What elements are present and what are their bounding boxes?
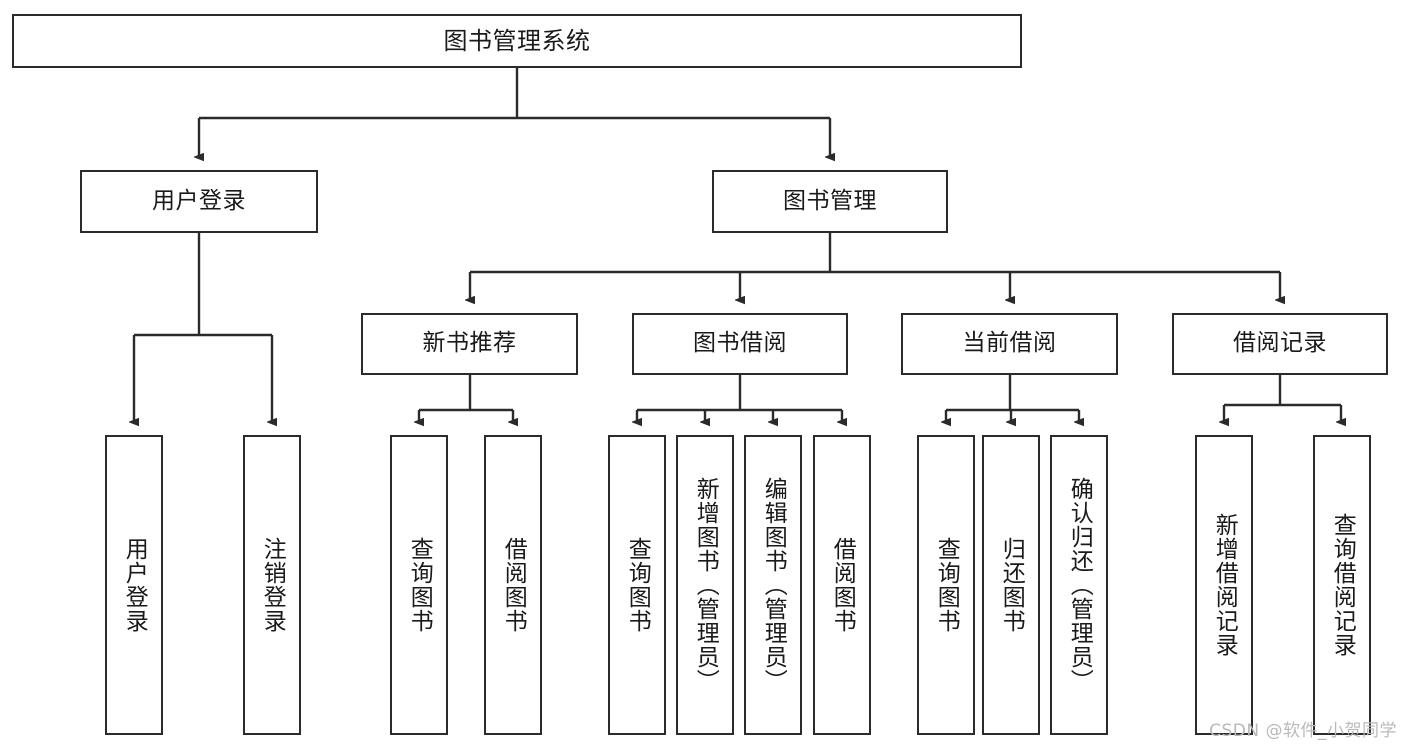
node-label: 借阅图书 — [829, 537, 856, 633]
node-leaf-return-book[interactable]: 归还图书 — [982, 435, 1040, 735]
node-leaf-add-book-admin[interactable]: 新增图书（管理员） — [676, 435, 734, 735]
node-label: 图书管理系统 — [443, 26, 591, 55]
node-label: 新书推荐 — [422, 330, 517, 357]
node-leaf-query-borrow-record[interactable]: 查询借阅记录 — [1313, 435, 1371, 735]
node-borrow-record[interactable]: 借阅记录 — [1172, 313, 1388, 375]
node-label: 新增图书（管理员） — [692, 477, 719, 693]
node-label: 新增借阅记录 — [1211, 513, 1238, 657]
node-label: 查询图书 — [624, 537, 651, 633]
node-leaf-add-borrow-record[interactable]: 新增借阅记录 — [1195, 435, 1253, 735]
node-root-library-system[interactable]: 图书管理系统 — [12, 14, 1022, 68]
node-label: 查询借阅记录 — [1329, 513, 1356, 657]
node-label: 编辑图书（管理员） — [760, 477, 787, 693]
node-leaf-borrow-book-newbook[interactable]: 借阅图书 — [484, 435, 542, 735]
node-book-management[interactable]: 图书管理 — [712, 170, 948, 233]
node-leaf-logout[interactable]: 注销登录 — [243, 435, 301, 735]
node-new-book-recommend[interactable]: 新书推荐 — [361, 313, 578, 375]
node-leaf-user-login[interactable]: 用户登录 — [105, 435, 163, 735]
node-leaf-query-book-borrow[interactable]: 查询图书 — [608, 435, 666, 735]
node-label: 确认归还（管理员） — [1066, 477, 1093, 693]
node-leaf-confirm-return-admin[interactable]: 确认归还（管理员） — [1050, 435, 1108, 735]
node-label: 查询图书 — [406, 537, 433, 633]
node-leaf-edit-book-admin[interactable]: 编辑图书（管理员） — [744, 435, 802, 735]
node-label: 注销登录 — [259, 537, 286, 633]
node-label: 用户登录 — [121, 537, 148, 633]
node-leaf-query-book-current[interactable]: 查询图书 — [917, 435, 975, 735]
node-label: 归还图书 — [998, 537, 1025, 633]
node-label: 用户登录 — [152, 187, 246, 214]
node-label: 借阅图书 — [500, 537, 527, 633]
node-book-borrow[interactable]: 图书借阅 — [632, 313, 848, 375]
node-leaf-query-book-newbook[interactable]: 查询图书 — [390, 435, 448, 735]
node-user-login[interactable]: 用户登录 — [80, 170, 318, 233]
node-label: 借阅记录 — [1233, 330, 1327, 357]
node-current-borrow[interactable]: 当前借阅 — [901, 313, 1118, 375]
node-label: 图书管理 — [783, 187, 877, 214]
node-label: 当前借阅 — [962, 330, 1057, 357]
watermark: CSDN @软件_小贺同学 — [1209, 721, 1397, 741]
node-label: 图书借阅 — [693, 330, 787, 357]
node-leaf-borrow-book[interactable]: 借阅图书 — [813, 435, 871, 735]
node-label: 查询图书 — [933, 537, 960, 633]
